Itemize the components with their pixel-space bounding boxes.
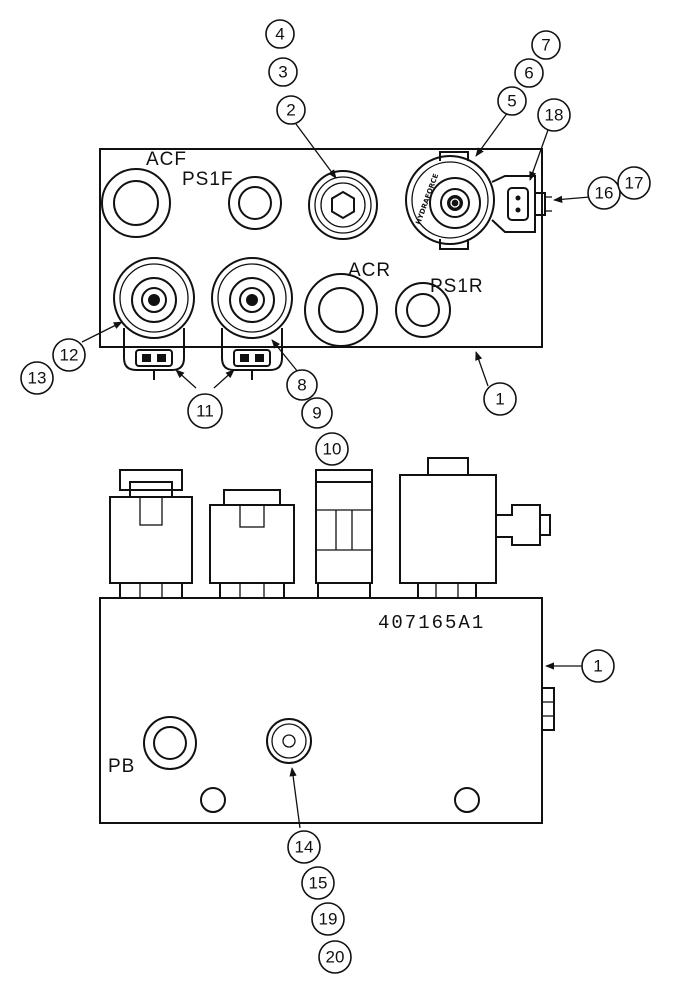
svg-text:16: 16 bbox=[595, 184, 614, 203]
port-acr: ACR bbox=[304, 260, 391, 347]
callout-1-top: 1 bbox=[483, 382, 517, 416]
callout-4: 4 bbox=[265, 19, 295, 49]
port-acf: ACF bbox=[101, 149, 187, 238]
svg-text:8: 8 bbox=[297, 376, 306, 395]
callout-7: 7 bbox=[531, 30, 561, 60]
svg-text:17: 17 bbox=[625, 174, 644, 193]
cartridge-4-solenoid bbox=[399, 457, 551, 599]
callout-18: 18 bbox=[537, 98, 571, 132]
svg-text:1: 1 bbox=[593, 657, 602, 676]
mounting-hole-left bbox=[200, 787, 226, 813]
port-label-ps1f: PS1F bbox=[182, 169, 234, 190]
callout-13: 13 bbox=[20, 361, 54, 395]
callout-20: 20 bbox=[318, 940, 352, 974]
svg-text:6: 6 bbox=[524, 64, 533, 83]
svg-text:3: 3 bbox=[278, 63, 287, 82]
top-view-valve-block: ACF PS1F HYDRAFORCE bbox=[99, 148, 552, 380]
svg-text:15: 15 bbox=[309, 874, 328, 893]
svg-text:10: 10 bbox=[323, 440, 342, 459]
callout-1-side: 1 bbox=[581, 649, 615, 683]
svg-text:4: 4 bbox=[275, 25, 284, 44]
left-solenoid-valve bbox=[113, 257, 195, 380]
svg-text:19: 19 bbox=[319, 910, 338, 929]
cartridge-2 bbox=[209, 489, 295, 599]
callout-9: 9 bbox=[301, 397, 333, 429]
callout-2: 2 bbox=[276, 95, 306, 125]
port-ps1f: PS1F bbox=[182, 169, 282, 230]
callout-3: 3 bbox=[268, 57, 298, 87]
callout-5: 5 bbox=[497, 86, 527, 116]
port-pb: PB bbox=[108, 716, 197, 777]
leader-lines bbox=[81, 111, 591, 829]
port-label-pb: PB bbox=[108, 756, 135, 777]
svg-text:20: 20 bbox=[326, 948, 345, 967]
port-label-ps1r: PS1R bbox=[430, 276, 484, 297]
svg-text:1: 1 bbox=[495, 390, 504, 409]
callout-10: 10 bbox=[315, 432, 349, 466]
cartridge-3-plug bbox=[315, 469, 373, 599]
svg-text:13: 13 bbox=[28, 369, 47, 388]
hydraforce-text: HYDRAFORCE bbox=[414, 172, 440, 225]
port-label-acf: ACF bbox=[146, 149, 187, 170]
large-solenoid-valve: HYDRAFORCE bbox=[405, 151, 552, 250]
hex-plug bbox=[308, 170, 378, 240]
callout-11: 11 bbox=[187, 393, 223, 429]
svg-text:14: 14 bbox=[295, 838, 314, 857]
callout-8: 8 bbox=[286, 369, 318, 401]
small-plug bbox=[266, 718, 312, 764]
svg-text:5: 5 bbox=[507, 92, 516, 111]
callouts: 4 3 2 7 6 5 18 16 17 13 12 11 8 9 10 1 1… bbox=[20, 19, 651, 974]
callout-12: 12 bbox=[52, 338, 86, 372]
callout-17: 17 bbox=[617, 166, 651, 200]
port-ps1r: PS1R bbox=[395, 276, 484, 338]
side-fitting bbox=[541, 687, 555, 731]
port-label-acr: ACR bbox=[348, 260, 391, 281]
callout-19: 19 bbox=[311, 902, 345, 936]
side-view-valve-block: 407165A1 PB bbox=[99, 457, 555, 824]
svg-text:9: 9 bbox=[312, 404, 321, 423]
cartridge-1 bbox=[109, 469, 193, 599]
middle-solenoid-valve bbox=[211, 257, 293, 380]
callout-6: 6 bbox=[514, 58, 544, 88]
svg-text:18: 18 bbox=[545, 106, 564, 125]
callout-14: 14 bbox=[287, 830, 321, 864]
callout-16: 16 bbox=[587, 176, 621, 210]
svg-text:11: 11 bbox=[196, 402, 214, 421]
callout-15: 15 bbox=[301, 866, 335, 900]
svg-text:2: 2 bbox=[286, 101, 295, 120]
svg-text:7: 7 bbox=[541, 36, 550, 55]
mounting-hole-right bbox=[454, 787, 480, 813]
svg-text:12: 12 bbox=[60, 346, 79, 365]
part-number: 407165A1 bbox=[378, 612, 485, 634]
